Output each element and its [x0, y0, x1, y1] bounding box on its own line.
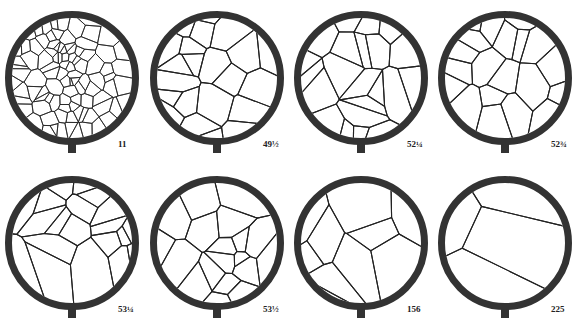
cell-ring: [154, 180, 281, 307]
cell-network: [435, 8, 575, 148]
froth-cell: [222, 120, 287, 148]
froth-cell: [82, 108, 99, 123]
time-label: 53¼: [118, 305, 134, 314]
froth-cell: [104, 72, 116, 82]
froth-cell: [462, 206, 575, 303]
froth-cell: [347, 218, 400, 251]
froth-cell: [59, 214, 92, 246]
froth-cell: [65, 122, 78, 140]
froth-cell: [60, 45, 67, 54]
froth-cell: [70, 78, 74, 86]
froth-cell: [24, 69, 47, 87]
cell-ring: [298, 15, 425, 142]
froth-cell: [92, 97, 113, 117]
froth-cell: [22, 234, 78, 265]
froth-cell: [2, 8, 36, 40]
froth-cell: [96, 44, 117, 63]
cell-ring: [298, 180, 425, 307]
froth-cell: [78, 74, 90, 91]
froth-cell: [38, 50, 54, 70]
cell-ring: [9, 15, 136, 142]
froth-cell: [487, 59, 520, 95]
cell-network: [2, 173, 142, 313]
froth-cell: [86, 53, 105, 75]
froth-cell: [339, 68, 382, 100]
froth-cell: [379, 8, 431, 45]
cell-ring: [442, 180, 569, 307]
cell-network: [147, 173, 287, 313]
froth-cell: [354, 32, 372, 69]
froth-cell: [70, 94, 81, 106]
froth-cell: [179, 37, 207, 55]
time-label: 156: [407, 305, 421, 314]
froth-cell: [54, 109, 67, 123]
froth-cell: [336, 100, 390, 128]
time-label: 225: [551, 305, 565, 314]
froth-cell: [62, 86, 78, 98]
cell-network: [291, 173, 431, 313]
froth-cell: [226, 28, 260, 73]
froth-cell: [79, 49, 95, 61]
cell-network: [147, 8, 287, 148]
time-label: 11: [118, 140, 127, 149]
froth-cell: [54, 42, 61, 52]
time-label: 52¼: [407, 140, 423, 149]
froth-cell: [33, 92, 49, 102]
cell-ring: [154, 15, 281, 142]
froth-cell: [60, 93, 71, 104]
froth-cell: [206, 237, 237, 254]
froth-cell: [212, 273, 241, 295]
cell-ring: [442, 15, 569, 142]
froth-cell: [199, 252, 226, 291]
froth-cell: [90, 215, 128, 236]
froth-cell: [59, 29, 76, 45]
time-label: 52¾: [551, 140, 567, 149]
froth-cell: [75, 46, 85, 57]
froth-cell: [59, 61, 69, 70]
froth-cell: [307, 205, 345, 265]
froth-cell: [217, 205, 258, 238]
cell-network: [435, 173, 575, 313]
time-label: 49½: [263, 140, 279, 149]
froth-cell: [17, 205, 67, 237]
froth-cell: [367, 70, 384, 107]
froth-cell: [515, 63, 550, 111]
time-label: 53½: [263, 305, 279, 314]
froth-cell: [75, 81, 86, 95]
froth-cell: [232, 226, 250, 252]
froth-cell: [51, 29, 64, 40]
cell-ring: [9, 180, 136, 307]
cell-network: [2, 8, 142, 148]
cell-network: [291, 8, 431, 148]
froth-cell: [182, 54, 205, 78]
froth-cell: [212, 63, 247, 97]
froth-cell: [73, 106, 84, 122]
